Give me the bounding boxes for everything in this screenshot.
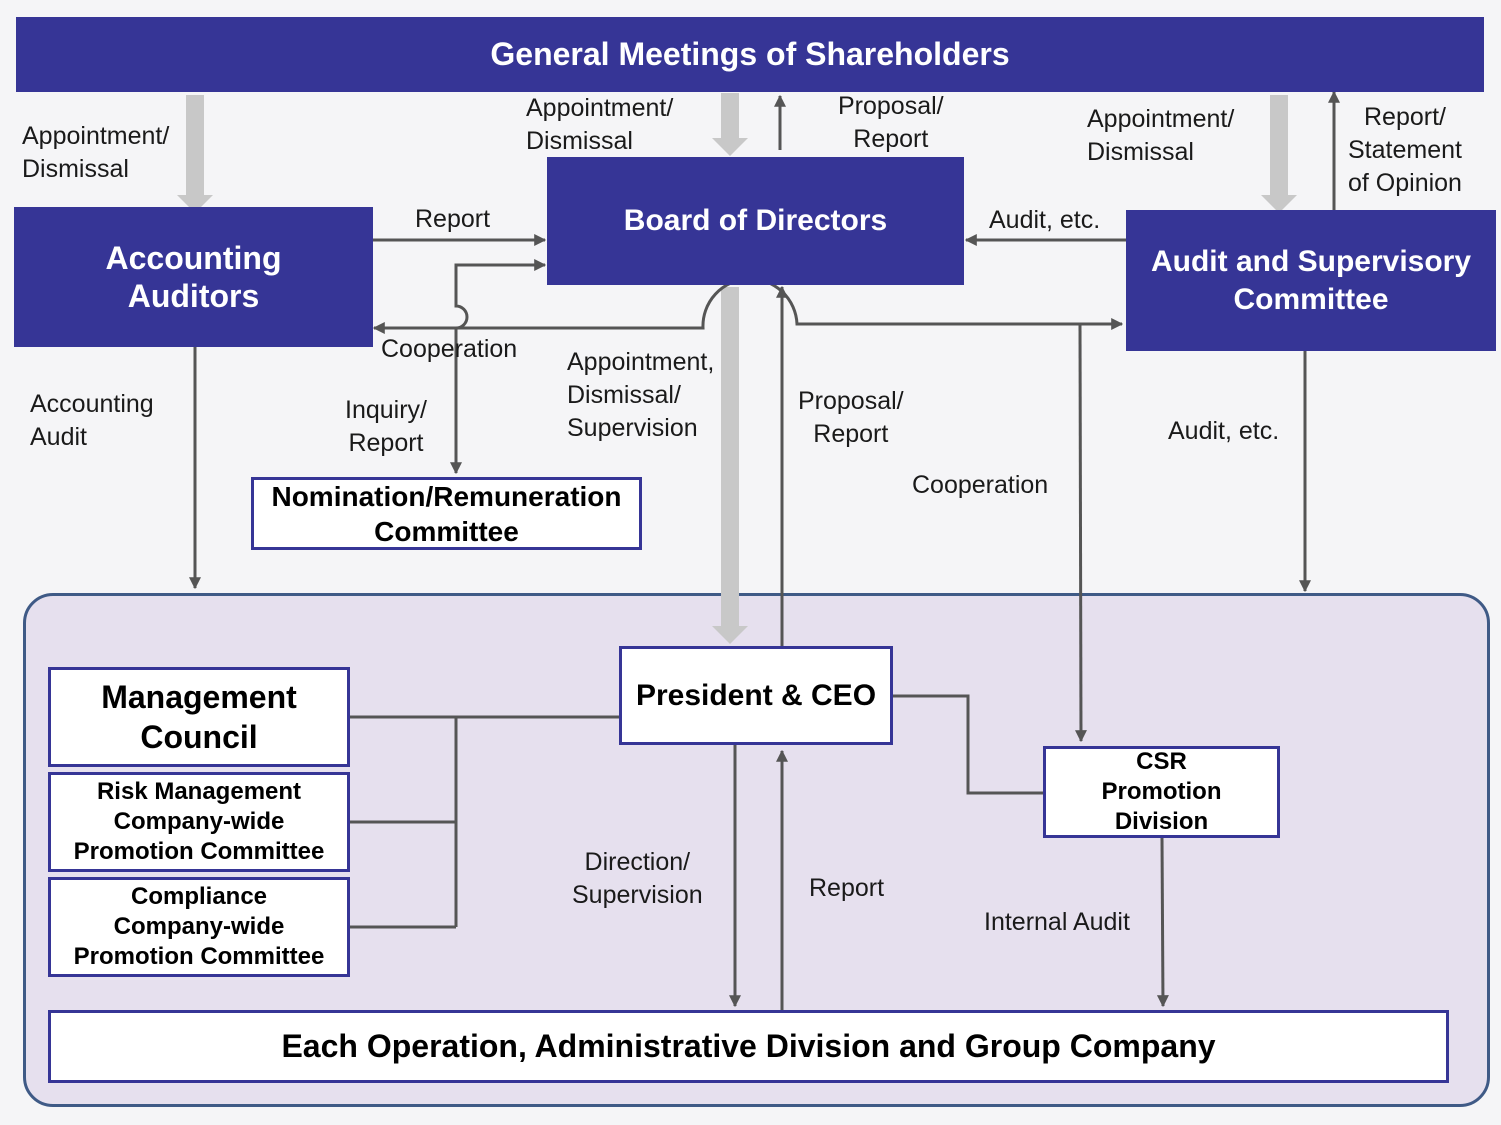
label-cooperation-left: Cooperation: [381, 335, 518, 363]
arrow-cooperation-to-csr: [1074, 323, 1087, 743]
shareholders-label: General Meetings of Shareholders: [490, 36, 1010, 72]
label-report-auditors: Report: [415, 205, 491, 233]
csr-label: CSR Promotion Division: [1101, 748, 1222, 835]
audit-committee-label: Audit and Supervisory Committee: [1150, 244, 1472, 316]
label-audit-etc-right: Audit, etc.: [1168, 417, 1280, 445]
operations-label: Each Operation, Administrative Division …: [281, 1028, 1216, 1064]
label-inquiry-report: Inquiry/ Report: [345, 396, 427, 457]
label-appoint-auditors: Appointment/ Dismissal: [22, 122, 170, 183]
arrow-cooperation-line: [372, 277, 1124, 334]
connector-committees-bracket: [350, 717, 458, 929]
operations-box: Each Operation, Administrative Division …: [48, 1010, 1449, 1083]
management-council-label: Management Council: [101, 679, 297, 755]
label-appoint-board: Appointment/ Dismissal: [526, 94, 674, 155]
president-label: President & CEO: [635, 678, 877, 712]
arrow-csr-internal-audit: [1156, 837, 1169, 1008]
label-audit-etc-top: Audit, etc.: [989, 206, 1101, 234]
president-ceo-box: President & CEO: [619, 646, 893, 745]
arrow-nomination-inquiry: [450, 259, 547, 475]
arrow-shareholders-to-committee: [1261, 95, 1297, 213]
compliance-committee-box: Compliance Company-wide Promotion Commit…: [48, 877, 350, 977]
board-of-directors-box: Board of Directors: [547, 157, 964, 285]
nomination-committee-box: Nomination/Remuneration Committee: [251, 477, 642, 550]
label-proposal-mid: Proposal/ Report: [798, 387, 904, 448]
risk-management-committee-box: Risk Management Company-wide Promotion C…: [48, 772, 350, 872]
label-cooperation-right: Cooperation: [912, 471, 1049, 499]
label-report-bottom: Report: [809, 874, 885, 902]
label-internal-audit: Internal Audit: [984, 908, 1130, 936]
label-proposal-top: Proposal/ Report: [838, 92, 944, 153]
arrow-board-to-president: [712, 287, 748, 644]
shareholders-box: General Meetings of Shareholders: [16, 17, 1484, 92]
accounting-auditors-box: Accounting Auditors: [14, 207, 373, 347]
connector-president-to-csr: [892, 694, 1044, 795]
label-appoint-supervision: Appointment, Dismissal/ Supervision: [567, 348, 715, 442]
audit-supervisory-committee-box: Audit and Supervisory Committee: [1126, 210, 1496, 351]
risk-committee-label: Risk Management Company-wide Promotion C…: [73, 778, 325, 865]
label-report-statement: Report/ Statement of Opinion: [1348, 103, 1462, 197]
label-accounting-audit: Accounting Audit: [30, 390, 154, 451]
management-council-box: Management Council: [48, 667, 350, 767]
thick-arrows: [177, 93, 1297, 644]
nomination-label: Nomination/Remuneration Committee: [271, 480, 622, 547]
accounting-auditors-label: Accounting Auditors: [105, 240, 282, 314]
label-appoint-committee: Appointment/ Dismissal: [1087, 105, 1235, 166]
compliance-committee-label: Compliance Company-wide Promotion Commit…: [73, 883, 325, 970]
csr-promotion-division-box: CSR Promotion Division: [1043, 746, 1280, 838]
arrow-shareholders-to-board: [712, 93, 748, 156]
board-label: Board of Directors: [623, 204, 888, 237]
arrow-shareholders-to-auditors: [177, 95, 213, 213]
label-direction-supervision: Direction/ Supervision: [572, 848, 703, 909]
